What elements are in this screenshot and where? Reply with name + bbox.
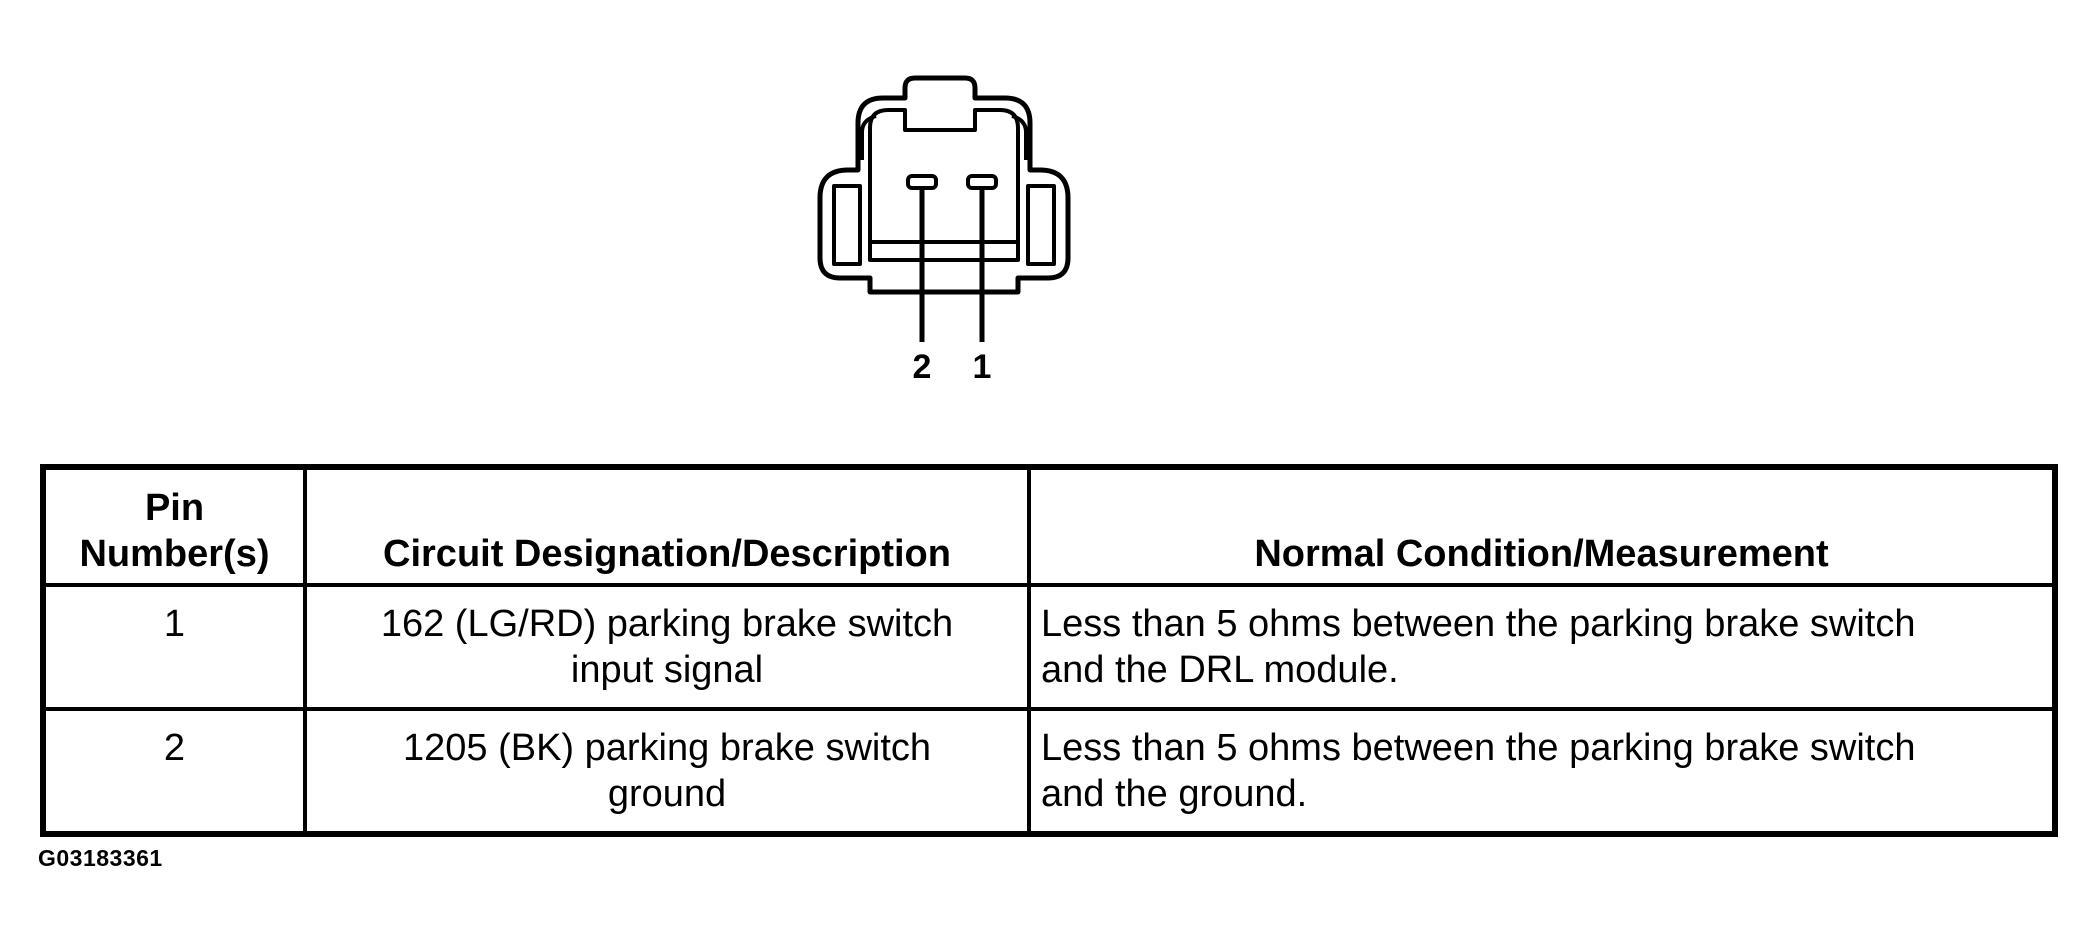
connector-right-shoulder bbox=[1011, 114, 1028, 160]
cell-circuit-line1: 162 (LG/RD) parking brake switch bbox=[380, 603, 954, 645]
header-pin-numbers: Pin Number(s) bbox=[41, 465, 307, 587]
connector-inner-wall bbox=[868, 108, 1020, 262]
connector-left-shoulder bbox=[860, 114, 877, 160]
figure-id: G03183361 bbox=[38, 845, 163, 871]
cell-circuit: 162 (LG/RD) parking brake switch input s… bbox=[303, 583, 1031, 711]
pin-label-2: 2 bbox=[913, 348, 932, 386]
connector-diagram: 2 1 bbox=[817, 75, 1071, 386]
header-pin-line2: Number(s) bbox=[79, 533, 270, 575]
cell-circuit-line2: input signal bbox=[570, 649, 764, 691]
pin-label-1: 1 bbox=[973, 348, 992, 386]
terminal-pin-1 bbox=[966, 174, 998, 190]
header-normal-condition: Normal Condition/Measurement bbox=[1027, 465, 2057, 587]
connector-left-wing bbox=[832, 184, 862, 266]
connector-right-wing bbox=[1026, 184, 1056, 266]
connector-outer-shell bbox=[817, 75, 1071, 295]
cell-pin: 2 bbox=[41, 707, 307, 836]
cell-condition: Less than 5 ohms between the parking bra… bbox=[1027, 583, 2057, 711]
table-row: 2 1205 (BK) parking brake switch ground … bbox=[41, 707, 2057, 836]
pin-table: Pin Number(s) Circuit Designation/Descri… bbox=[40, 464, 2058, 837]
table-row: 1 162 (LG/RD) parking brake switch input… bbox=[41, 583, 2057, 711]
cell-condition-line2: and the DRL module. bbox=[1041, 649, 1399, 691]
cell-condition: Less than 5 ohms between the parking bra… bbox=[1027, 707, 2057, 836]
header-circuit-designation: Circuit Designation/Description bbox=[303, 465, 1031, 587]
header-pin-line1: Pin bbox=[144, 487, 205, 529]
cell-condition-line1: Less than 5 ohms between the parking bra… bbox=[1041, 603, 1916, 645]
cell-condition-line2: and the ground. bbox=[1041, 773, 1308, 815]
table-header-row: Pin Number(s) Circuit Designation/Descri… bbox=[41, 465, 2057, 587]
cell-condition-line1: Less than 5 ohms between the parking bra… bbox=[1041, 727, 1916, 769]
cell-circuit: 1205 (BK) parking brake switch ground bbox=[303, 707, 1031, 836]
cell-circuit-line2: ground bbox=[607, 773, 727, 815]
terminal-pin-2 bbox=[906, 174, 938, 190]
cell-pin: 1 bbox=[41, 583, 307, 711]
cell-circuit-line1: 1205 (BK) parking brake switch bbox=[402, 727, 932, 769]
